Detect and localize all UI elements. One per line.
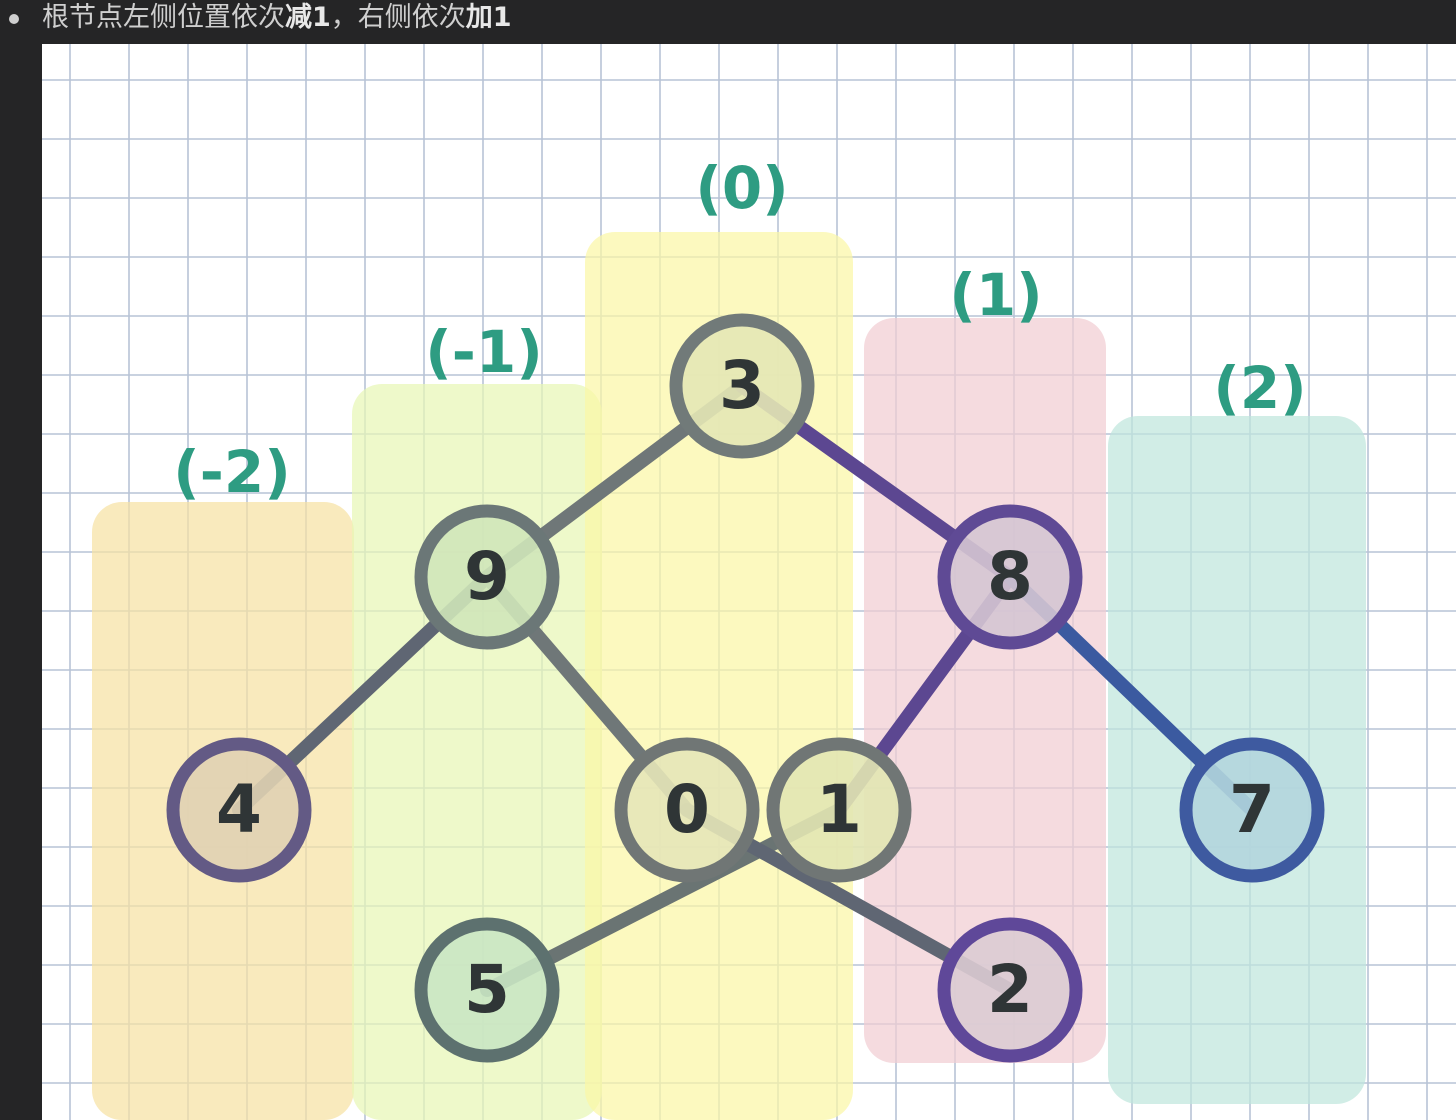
node-fill [773,744,905,876]
node-label: 7 [1229,771,1275,848]
node-ring [166,737,312,883]
node-fill [944,924,1076,1056]
column-label: (-2) [173,438,290,506]
node-ring [937,917,1083,1063]
node-fill [421,511,553,643]
note-part2: ，右侧依次 [330,2,466,33]
bullet-dot-icon [9,14,19,24]
node-label: 8 [987,538,1033,615]
node-ring [937,504,1083,650]
note-part1: 根节点左侧位置依次 [42,2,285,33]
node-label: 0 [664,771,710,848]
node-5: 5 [414,917,560,1063]
node-fill [944,511,1076,643]
note-bold2: 加1 [465,2,512,33]
node-label: 3 [719,347,765,424]
node-4: 4 [166,737,312,883]
node-fill [676,320,808,452]
note-text: 根节点左侧位置依次减1，右侧依次加1 [42,0,512,36]
node-2: 2 [937,917,1083,1063]
node-9: 9 [414,504,560,650]
column-label: (0) [695,154,788,222]
node-label: 9 [464,538,510,615]
node-0: 0 [614,737,760,883]
node-ring [414,504,560,650]
column-label: (1) [949,261,1042,329]
tree-diagram: (-2) (-1) (0) (1) (2) 3 9 8 4 0 1 7 5 2 [42,44,1456,1120]
column-band [864,318,1106,1063]
node-8: 8 [937,504,1083,650]
node-7: 7 [1179,737,1325,883]
column-label: (-1) [425,318,542,386]
node-fill [421,924,553,1056]
node-fill [621,744,753,876]
node-label: 4 [216,771,262,848]
node-label: 1 [816,771,862,848]
node-ring [414,917,560,1063]
node-label: 5 [464,951,510,1028]
node-3: 3 [669,313,815,459]
diagram-canvas: (-2) (-1) (0) (1) (2) 3 9 8 4 0 1 7 5 2 [42,44,1456,1120]
node-ring [614,737,760,883]
node-ring [766,737,912,883]
note-bullet: 根节点左侧位置依次减1，右侧依次加1 [0,0,1456,40]
node-fill [1186,744,1318,876]
node-ring [669,313,815,459]
node-label: 2 [987,951,1033,1028]
node-ring [1179,737,1325,883]
note-bold1: 减1 [285,2,331,33]
column-label: (2) [1213,354,1306,422]
node-1: 1 [766,737,912,883]
node-fill [173,744,305,876]
